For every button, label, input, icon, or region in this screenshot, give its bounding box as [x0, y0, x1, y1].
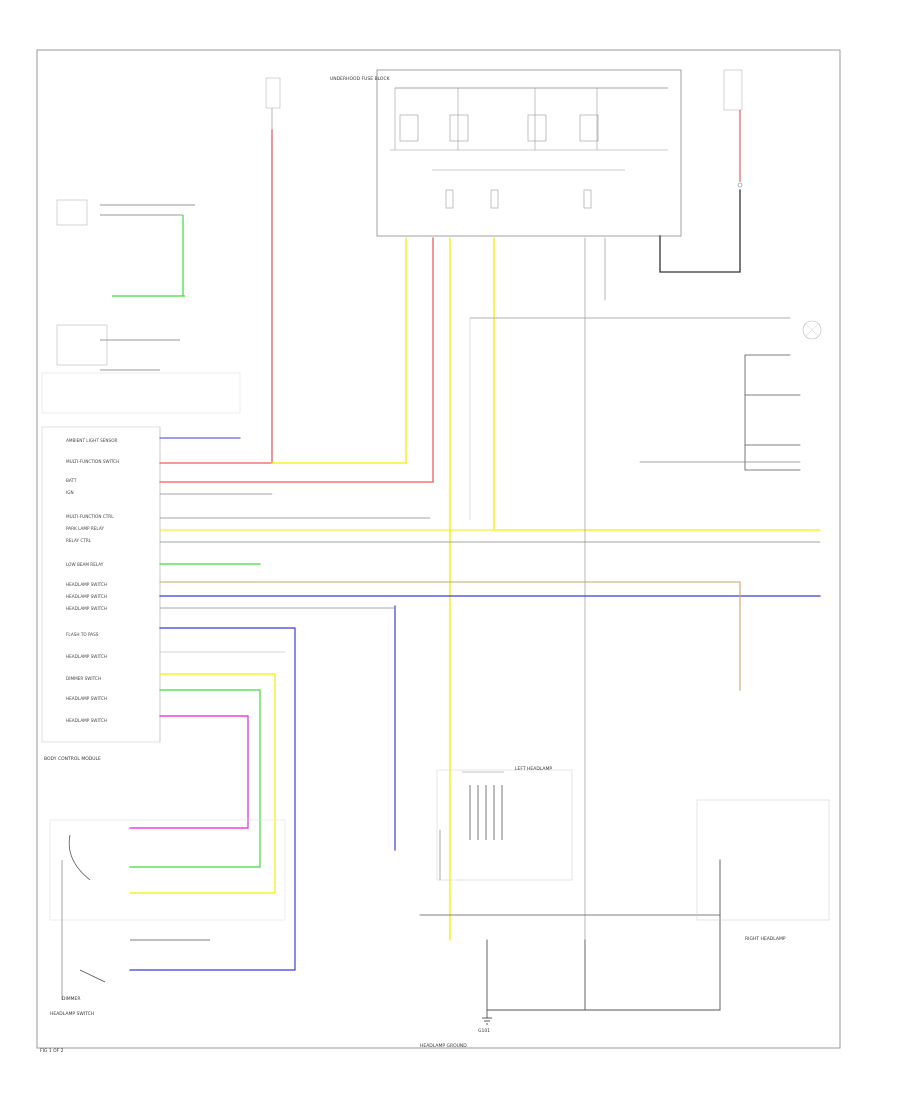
wire-blue: [129, 627, 296, 971]
wire-red: [159, 237, 434, 483]
wire-yellow: [493, 237, 821, 531]
dimmer-label: DIMMER: [62, 996, 81, 1002]
row-label: HEADLAMP SWITCH: [66, 696, 107, 701]
row-label: AMBIENT LIGHT SENSOR: [66, 438, 117, 443]
fuse-block-label: UNDERHOOD FUSE BLOCK: [330, 76, 391, 82]
row-label: DIMMER SWITCH: [66, 676, 101, 681]
left-headlamp-label: LEFT HEADLAMP: [515, 766, 552, 772]
right-headlamp-label: RIGHT HEADLAMP: [745, 936, 786, 942]
left-headlamp: LEFT HEADLAMP: [436, 766, 573, 881]
row-label: HEADLAMP SWITCH: [66, 606, 107, 611]
ground-label: G101: [478, 1028, 490, 1034]
row-label: HEADLAMP SWITCH: [66, 582, 107, 587]
wires: [129, 129, 821, 1019]
row-label: HEADLAMP SWITCH: [66, 654, 107, 659]
right-lamp-symbol: [802, 320, 822, 340]
row-label: RELAY CTRL: [66, 538, 92, 543]
row-label: HEADLAMP SWITCH: [66, 718, 107, 723]
headlamp-switch-label: HEADLAMP SWITCH: [50, 1011, 94, 1017]
underhood-fuse-block: UNDERHOOD FUSE BLOCK: [330, 69, 682, 237]
row-label: LOW BEAM RELAY: [66, 562, 104, 567]
row-label: FLASH TO PASS: [66, 632, 99, 637]
wire-black: [486, 939, 586, 1011]
wire-black: [659, 189, 741, 273]
bcm-row-labels: AMBIENT LIGHT SENSOR MULTI-FUNCTION SWIT…: [66, 438, 119, 723]
wire-magenta: [129, 715, 249, 829]
wire-black: [744, 354, 801, 471]
row-label: MULTI-FUNCTION CTRL: [66, 514, 114, 519]
row-label: IGN: [66, 490, 74, 495]
bcm-label: BODY CONTROL MODULE: [44, 756, 101, 762]
wire-black: [584, 859, 721, 1011]
diagram-frame: [36, 49, 841, 1049]
row-label: BATT: [66, 478, 77, 483]
figure-code: FIG 1 OF 2: [40, 1048, 64, 1054]
wire-tan: [159, 581, 741, 691]
bottom-center-label: HEADLAMP GROUND: [420, 1043, 467, 1049]
wire-yellow: [129, 673, 276, 894]
top-right-supply: [723, 69, 743, 188]
wire-green: [129, 689, 261, 868]
left-upper-cluster: [41, 199, 241, 414]
row-label: PARK LAMP RELAY: [66, 526, 104, 531]
ground-symbol: G101: [478, 1017, 492, 1034]
row-label: MULTI-FUNCTION SWITCH: [66, 459, 119, 464]
right-headlamp: RIGHT HEADLAMP: [696, 799, 830, 942]
row-label: HEADLAMP SWITCH: [66, 594, 107, 599]
top-left-supply: [265, 77, 281, 130]
headlamp-switch: DIMMER HEADLAMP SWITCH: [49, 819, 286, 1017]
wire-yellow: [271, 237, 407, 464]
